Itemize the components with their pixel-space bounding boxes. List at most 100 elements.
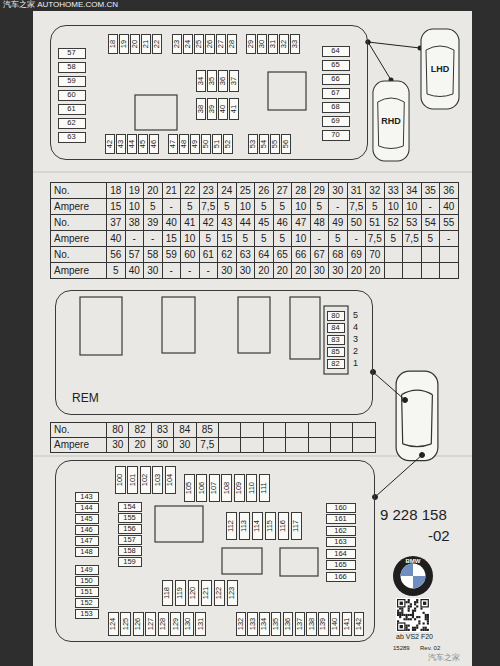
table-cell: 19 — [126, 183, 145, 199]
fuse-slot: 131 — [195, 612, 206, 636]
fuse-number: 54 — [260, 139, 268, 147]
fuse-number: 40 — [166, 218, 177, 228]
ampere-value: 5 — [316, 202, 322, 212]
relay — [155, 506, 203, 542]
fuse-number: 55 — [271, 139, 279, 147]
fuse-slot: 19 — [119, 34, 129, 54]
table-cell: 36 — [440, 183, 459, 199]
fuse-slot: 50 — [201, 134, 211, 154]
leader-line — [368, 42, 420, 48]
table-cell: 48 — [311, 215, 330, 231]
table-cell: 80 — [107, 423, 129, 438]
fuse-number: 65 — [331, 61, 339, 69]
table-cell: - — [422, 199, 441, 215]
fuse-number: 158 — [123, 547, 136, 555]
relay — [280, 548, 318, 576]
table-cell: No. — [51, 215, 107, 231]
fuse-number: 150 — [80, 577, 93, 585]
qr-module — [408, 618, 410, 620]
qr-module — [399, 616, 401, 618]
qr-module — [401, 610, 403, 612]
table-cell: 20 — [144, 183, 163, 199]
car-body — [373, 81, 409, 161]
qr-module — [403, 618, 405, 620]
qr-module — [423, 627, 425, 629]
table-cell: 30 — [329, 263, 348, 279]
table-cell — [264, 423, 286, 438]
relay — [238, 297, 270, 353]
table-cell: 7,5 — [200, 199, 219, 215]
table-cell: No. — [51, 423, 107, 438]
fuse-slot: 37 — [229, 70, 239, 92]
ampere-value: 5 — [390, 234, 396, 244]
fuse-number: 135 — [272, 617, 280, 630]
qr-module — [406, 627, 408, 629]
fuse-slot: 124 — [108, 612, 119, 636]
fuse-slot: 127 — [145, 612, 156, 636]
fuse-number: 32 — [369, 186, 380, 196]
ampere-value: 5 — [113, 266, 119, 276]
table-cell: 55 — [440, 215, 459, 231]
ampere-value: 5 — [427, 234, 433, 244]
fuse-number: 85 — [202, 425, 213, 435]
fuse-slot: 49 — [190, 134, 200, 154]
fuse-slot: 137 — [295, 612, 306, 636]
version-code: ab VS2 F20 — [396, 633, 433, 640]
fuse-number: 48 — [314, 218, 325, 228]
qr-module — [412, 612, 414, 614]
fuse-bank-frame — [324, 306, 348, 374]
table-cell: 46 — [274, 215, 293, 231]
fuse-slot: 30 — [257, 34, 267, 54]
fuse-number: 62 — [67, 119, 75, 127]
row-header: No. — [54, 186, 70, 196]
fuse-slot: 107 — [209, 474, 220, 502]
fuse-slot: 112 — [226, 512, 237, 540]
table-cell: - — [163, 263, 182, 279]
fuse-box-panel: 1819202122232425262728293031323357585960… — [50, 25, 368, 160]
qr-module — [425, 618, 427, 620]
fuse-slot: 132 — [236, 612, 247, 636]
fuse-slot: 100 — [115, 466, 126, 494]
fuse-number: 34 — [406, 186, 417, 196]
qr-module — [420, 629, 422, 631]
fuse-number: 119 — [176, 587, 184, 599]
ampere-value: - — [133, 234, 136, 244]
table-cell — [286, 438, 308, 453]
ampere-value: 15 — [110, 202, 121, 212]
relay-position-number: 3 — [353, 335, 358, 344]
qr-module — [414, 610, 416, 612]
table-cell: 5 — [329, 231, 348, 247]
fuse-slot: 53 — [248, 134, 258, 154]
fuse-number: 41 — [230, 104, 238, 112]
fuse-number: 115 — [266, 520, 274, 532]
relay — [268, 72, 306, 110]
relay — [80, 297, 122, 355]
qr-module — [410, 618, 412, 620]
fuse-slot: 162 — [326, 526, 356, 536]
ampere-value: 10 — [184, 234, 195, 244]
fuse-number: 39 — [147, 218, 158, 228]
table-cell: 5 — [107, 263, 126, 279]
fuse-slot: 129 — [170, 612, 181, 636]
table-cell: 15 — [163, 231, 182, 247]
watermark: 汽车之家 — [428, 654, 460, 662]
qr-module — [397, 610, 399, 612]
qr-module — [401, 612, 403, 614]
fuse-number: 18 — [110, 186, 121, 196]
fuse-slot: 101 — [127, 466, 138, 494]
qr-module — [410, 605, 412, 607]
bmw-logo — [393, 556, 433, 596]
table-cell: 15 — [218, 231, 237, 247]
table-cell: 30 — [152, 438, 174, 453]
fuse-number: 154 — [123, 503, 136, 511]
table-cell: Ampere — [51, 438, 107, 453]
ampere-value: 15 — [221, 234, 232, 244]
fuse-number: 83 — [157, 425, 168, 435]
fuse-slot: 82 — [327, 359, 345, 369]
fuse-number: 110 — [248, 482, 256, 494]
ampere-value: 10 — [388, 202, 399, 212]
fuse-slot: 116 — [278, 512, 289, 540]
qr-module — [414, 629, 416, 631]
fuse-slot: 102 — [140, 466, 151, 494]
ampere-value: 5 — [279, 202, 285, 212]
